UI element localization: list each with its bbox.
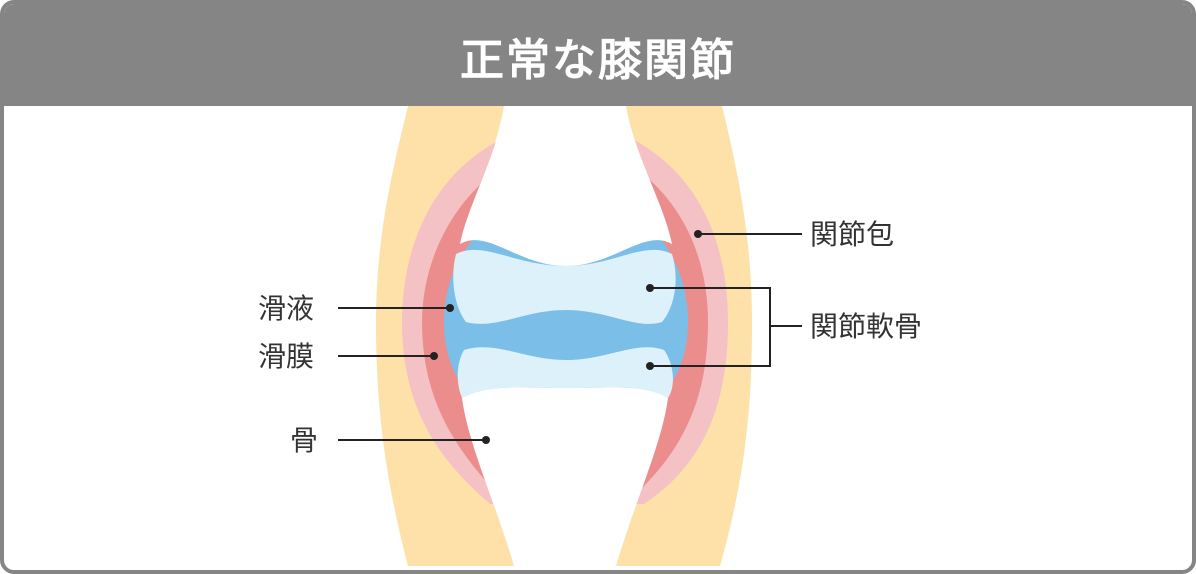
upper-bone-end (460, 106, 672, 266)
label-bone: 骨 (290, 424, 318, 457)
label-synovial-fluid: 滑液 (258, 292, 314, 325)
leader-dot-cartilage-upper (646, 284, 654, 292)
label-joint-capsule: 関節包 (810, 218, 894, 251)
leader-dot-cartilage-lower (646, 362, 654, 370)
lower-bone-end (462, 387, 668, 566)
leader-dot-synovium (430, 352, 438, 360)
leader-dot-synovial-fluid (446, 304, 454, 312)
page-title: 正常な膝関節 (460, 35, 736, 86)
leader-dot-bone (482, 436, 490, 444)
card-header: 正常な膝関節 (4, 4, 1192, 106)
leader-dot-joint-capsule (694, 230, 702, 238)
upper-cartilage (453, 249, 676, 324)
lower-cartilage (457, 347, 673, 398)
label-articular-cartilage: 関節軟骨 (810, 310, 922, 343)
label-synovium: 滑膜 (258, 340, 314, 373)
knee-joint-diagram: 滑液 滑膜 骨 関節包 関節軟骨 (258, 106, 922, 566)
